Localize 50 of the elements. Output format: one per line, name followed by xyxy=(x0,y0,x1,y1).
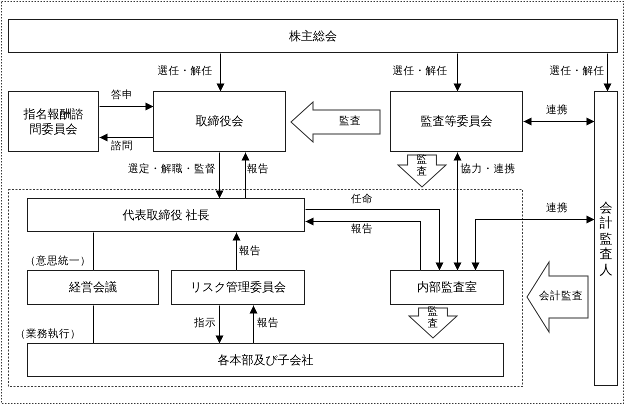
shareholders-meeting-box: 株主総会 xyxy=(8,19,618,53)
connector-line xyxy=(93,305,94,344)
block-arrow xyxy=(396,154,448,188)
edge-label: 会計監査 xyxy=(538,291,584,303)
connector-arrow xyxy=(454,152,462,271)
connector-arrow xyxy=(250,305,258,344)
edge-label: 答申 xyxy=(110,90,134,102)
block-arrow xyxy=(526,260,588,334)
edge-label: 報告 xyxy=(246,164,270,176)
connector-arrow xyxy=(523,118,595,126)
block-arrow xyxy=(290,100,380,144)
connector-arrow xyxy=(99,134,154,142)
audit-office-box: 内部監査室 xyxy=(390,270,504,305)
board-box: 取締役会 xyxy=(153,91,286,152)
edge-label: 指示 xyxy=(193,318,217,330)
committee-box: 監査等委員会 xyxy=(390,91,523,152)
committee-box: リスク管理委員会 xyxy=(171,270,305,305)
connector-arrow xyxy=(305,218,421,271)
edge-label: 監査 xyxy=(416,154,428,178)
connector-arrow xyxy=(472,216,595,271)
connector-arrow xyxy=(216,152,224,199)
connector-arrow xyxy=(604,53,612,92)
connector-arrow xyxy=(454,53,462,92)
connector-line xyxy=(93,232,94,271)
edge-label: 報告 xyxy=(350,224,374,236)
meeting-box: 経営会議 xyxy=(27,270,159,305)
edge-label: 監査 xyxy=(428,306,438,330)
edge-label: 任命 xyxy=(350,194,374,206)
subsidiaries-box: 各本部及び子会社 xyxy=(27,343,504,377)
president-box: 代表取締役 社長 xyxy=(27,198,305,232)
edge-label: 諮問 xyxy=(110,141,134,153)
edge-label: 監査 xyxy=(338,116,362,128)
block-arrow xyxy=(408,308,458,339)
connector-arrow xyxy=(216,305,224,344)
edge-label: 報告 xyxy=(238,246,262,258)
edge-label: 協力・連携 xyxy=(460,164,516,176)
connector-arrow xyxy=(305,209,444,271)
connector-arrow xyxy=(216,53,224,92)
edge-label: 選任・解任 xyxy=(392,66,448,78)
edge-label: 選任・解任 xyxy=(548,66,606,78)
committee-box: 指名報酬諮問委員会 xyxy=(8,91,99,152)
connector-arrow xyxy=(242,152,250,199)
auditor-box: 会計監査人 xyxy=(594,91,618,386)
edge-label: 連携 xyxy=(545,203,569,215)
connector-arrow xyxy=(232,232,240,271)
edge-label: 選定・解職・監督 xyxy=(127,164,217,176)
edge-label: 連携 xyxy=(545,105,569,117)
connector-arrow xyxy=(99,102,154,110)
edge-label: 報告 xyxy=(256,318,280,330)
edge-label: 選任・解任 xyxy=(156,66,214,78)
